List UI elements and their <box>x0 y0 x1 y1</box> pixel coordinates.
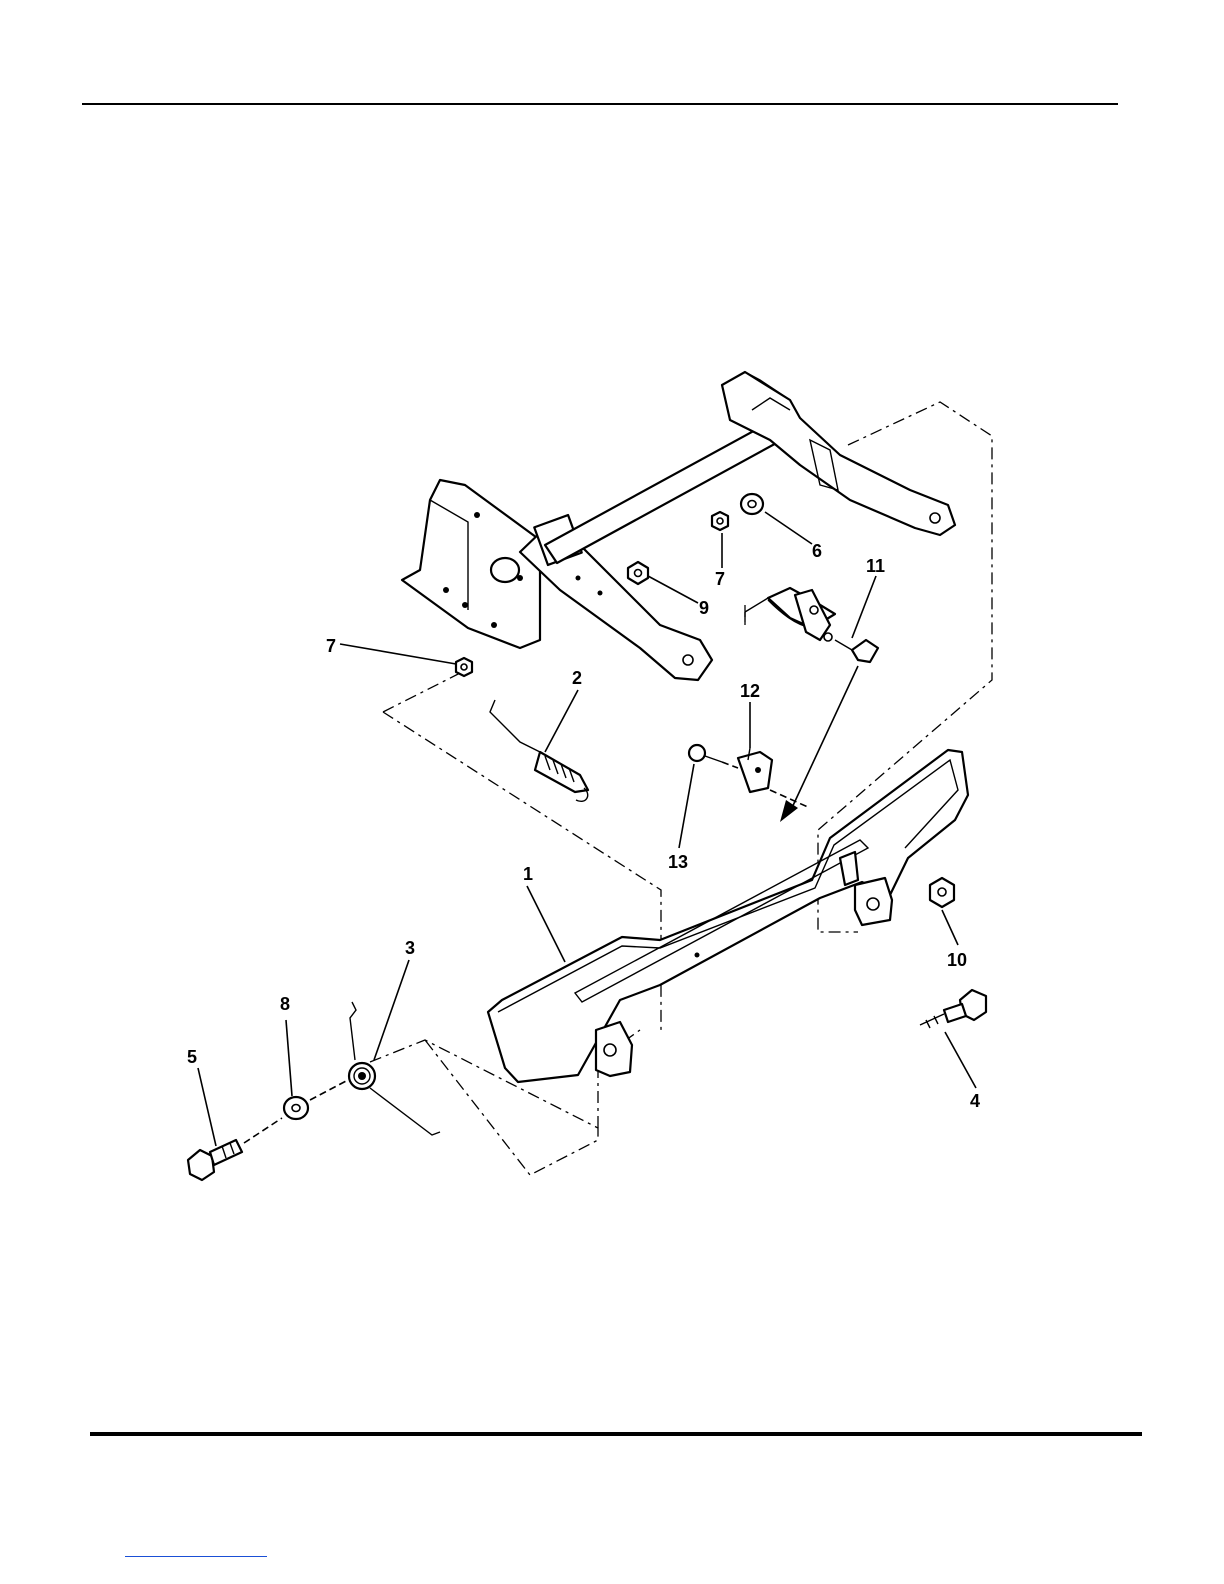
nut-7-upper <box>712 512 728 530</box>
rear-frame-assembly <box>402 372 955 680</box>
callout-1: 1 <box>523 864 533 884</box>
bolt-4 <box>920 990 986 1028</box>
callout-5: 5 <box>187 1047 197 1067</box>
axis-line-5-8 <box>244 1118 282 1143</box>
callout-11: 11 <box>866 556 885 576</box>
callout-6: 6 <box>812 541 822 561</box>
washer-8 <box>284 1097 308 1119</box>
spring-2 <box>490 700 588 801</box>
callout-9: 9 <box>699 598 709 618</box>
footer-link-underline[interactable] <box>125 1556 267 1557</box>
footer-rule <box>90 1432 1142 1436</box>
axis-line-8-3 <box>310 1080 348 1100</box>
clip-12 <box>738 748 772 792</box>
nut-9 <box>628 562 648 584</box>
callout-13: 13 <box>668 852 688 872</box>
nut-7-lower <box>456 658 472 676</box>
callout-2: 2 <box>572 668 582 688</box>
flange-nut-10 <box>930 878 954 907</box>
bolt-5 <box>188 1140 242 1180</box>
callout-10: 10 <box>947 950 967 970</box>
callout-12: 12 <box>740 681 760 701</box>
main-bracket-1 <box>488 750 968 1082</box>
torsion-spring-3 <box>349 1002 440 1135</box>
washer-6 <box>741 494 763 514</box>
callout-4: 4 <box>970 1091 980 1111</box>
callout-8: 8 <box>280 994 290 1014</box>
callout-7-lower: 7 <box>326 636 336 656</box>
callout-7-upper: 7 <box>715 569 725 589</box>
callout-3: 3 <box>405 938 415 958</box>
